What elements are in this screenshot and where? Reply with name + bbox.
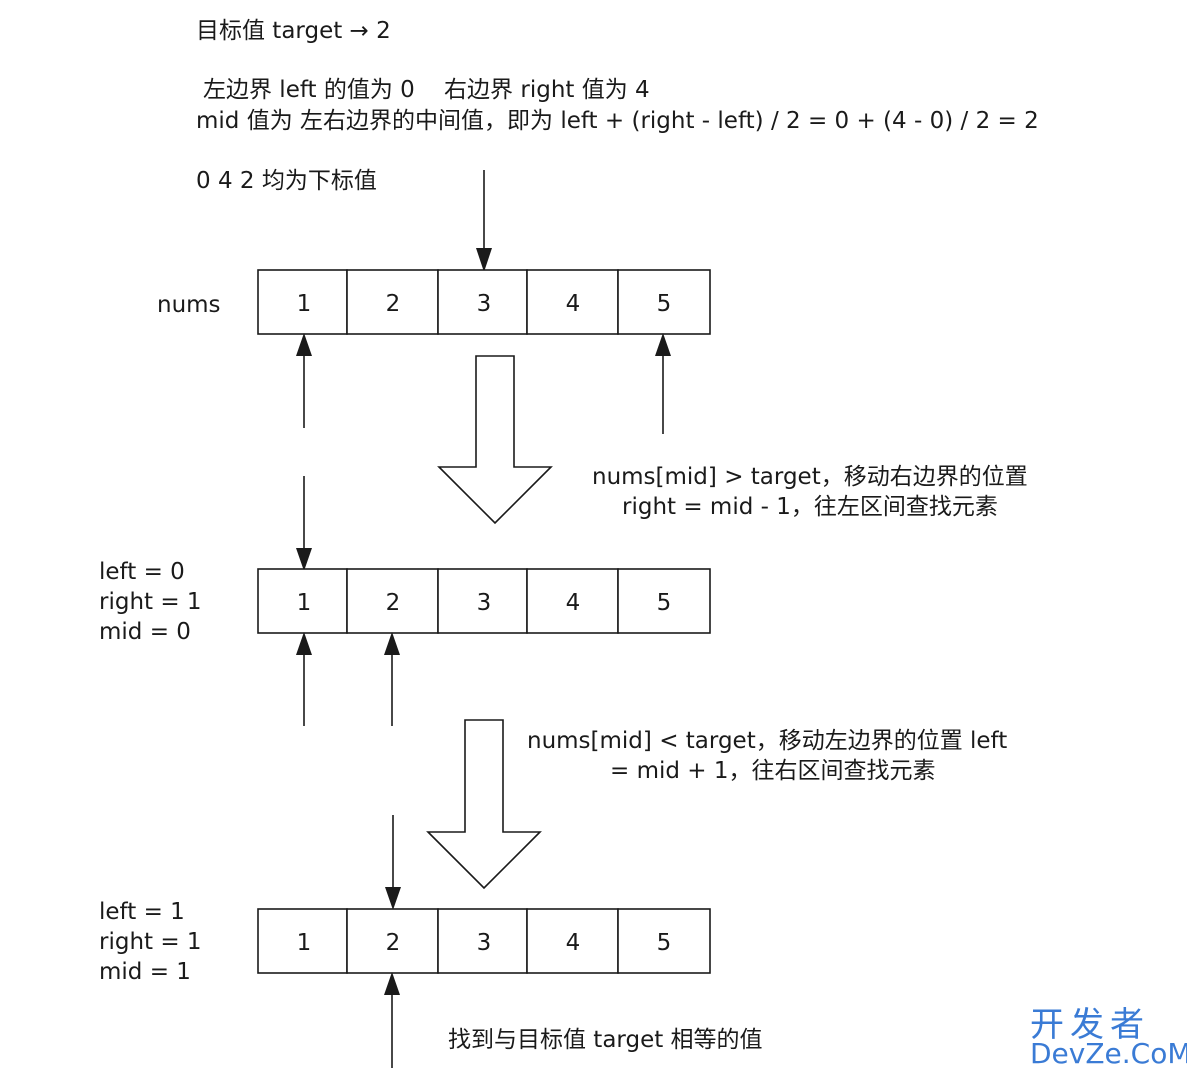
- array-cell: [437, 908, 528, 974]
- array-cell-value: 4: [566, 590, 581, 616]
- right-pointer-arrowhead-3: [384, 632, 400, 655]
- array-cell: [526, 908, 619, 974]
- array-cell: [437, 269, 528, 335]
- bounds-line: 左边界 left 的值为 0 右边界 right 值为 4: [203, 77, 650, 103]
- index-note: 0 4 2 均为下标值: [196, 168, 377, 194]
- left-pointer-arrowhead-3: [296, 632, 312, 655]
- array-cell-value: 2: [386, 291, 401, 317]
- step-2-mid-label: mid = 0: [99, 619, 191, 645]
- array-cell-value: 1: [297, 291, 312, 317]
- array-cell: [617, 568, 711, 634]
- step-2-right-label: right = 1: [99, 589, 202, 615]
- transition-1-line-1: nums[mid] > target，移动右边界的位置: [592, 464, 1028, 490]
- array-label: nums: [157, 292, 221, 318]
- transition-2-line-2: = mid + 1，往右区间查找元素: [610, 758, 936, 784]
- array-cell: [617, 269, 711, 335]
- array-cell-value: 2: [386, 590, 401, 616]
- transition-2-line-1: nums[mid] < target，移动左边界的位置 left: [527, 728, 1007, 754]
- mid-pointer-arrowhead-3: [385, 887, 401, 910]
- array-cell-value: 1: [297, 930, 312, 956]
- transition-1-line-2: right = mid - 1，往左区间查找元素: [622, 494, 998, 520]
- transition-arrow-2: [426, 719, 542, 890]
- watermark-cn: 开发者: [1030, 1005, 1150, 1045]
- array-cell: [257, 908, 348, 974]
- step-3-mid-label: mid = 1: [99, 959, 191, 985]
- left-pointer-arrowhead-1: [296, 333, 312, 356]
- array-cell: [526, 568, 619, 634]
- array-cell: [617, 908, 711, 974]
- array-cell-value: 3: [477, 930, 492, 956]
- array-cell: [257, 568, 348, 634]
- mid-line: mid 值为 左右边界的中间值，即为 left + (right - left)…: [196, 108, 1039, 134]
- array-cell-value: 2: [386, 930, 401, 956]
- array-cell-value: 5: [657, 291, 672, 317]
- step-2-left-label: left = 0: [99, 559, 185, 585]
- array-cell-value: 1: [297, 590, 312, 616]
- target-line: 目标值 target → 2: [196, 18, 391, 44]
- found-note: 找到与目标值 target 相等的值: [448, 1027, 763, 1053]
- array-cell-value: 3: [477, 291, 492, 317]
- found-pointer-arrowhead: [384, 972, 400, 995]
- mid-pointer-arrowhead-1: [476, 248, 492, 272]
- step-3-left-label: left = 1: [99, 899, 185, 925]
- watermark-en: DevZe.CoM: [1030, 1037, 1187, 1070]
- array-cell-value: 3: [477, 590, 492, 616]
- array-cell-value: 5: [657, 590, 672, 616]
- left-pointer-arrowhead-2: [296, 548, 312, 571]
- array-cell-value: 4: [566, 930, 581, 956]
- transition-arrow-1: [437, 355, 553, 525]
- step-3-right-label: right = 1: [99, 929, 202, 955]
- array-cell-value: 4: [566, 291, 581, 317]
- array-row-3: 1 2 3 4 5: [257, 908, 711, 974]
- array-row-1: 1 2 3 4 5: [257, 269, 711, 335]
- right-pointer-arrowhead-1: [655, 333, 671, 356]
- array-row-2: 1 2 3 4 5: [257, 568, 711, 634]
- array-cell: [346, 269, 439, 335]
- array-cell-value: 5: [657, 930, 672, 956]
